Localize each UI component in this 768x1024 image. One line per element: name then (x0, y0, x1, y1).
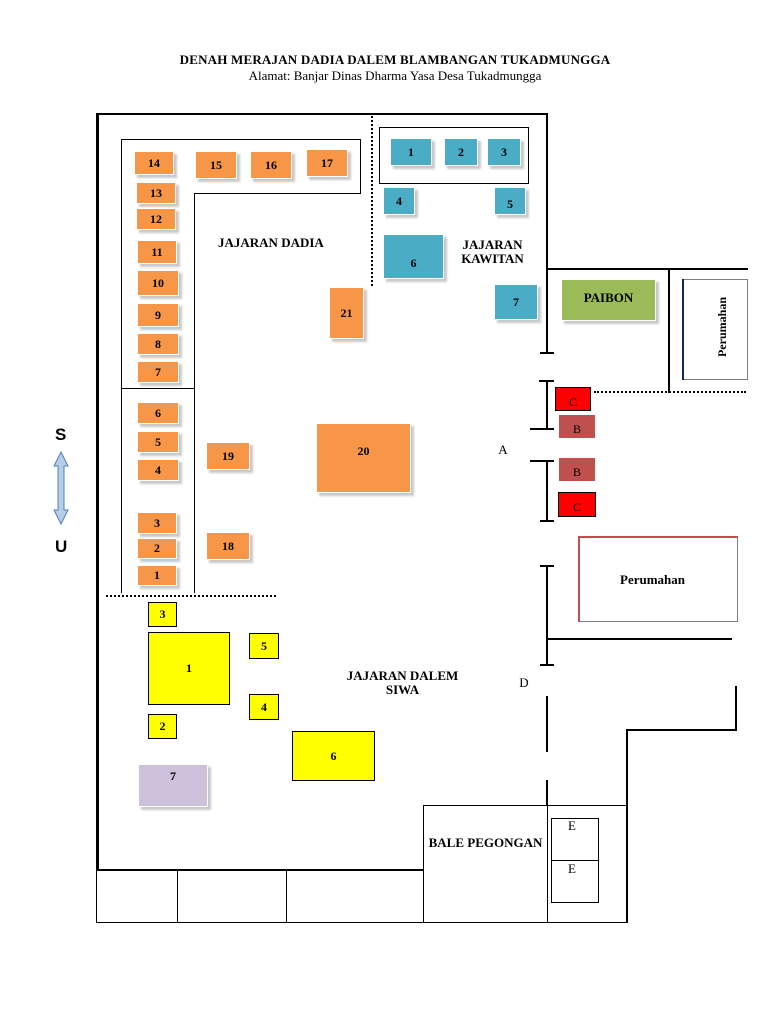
dadia-shrine-20: 20 (316, 423, 411, 493)
right-wall-return (626, 729, 737, 731)
kawitan-shrine-3: 3 (487, 138, 521, 166)
siwa-shrine-6: 6 (292, 731, 375, 781)
page-title: DENAH MERAJAN DADIA DALEM BLAMBANGAN TUK… (179, 52, 611, 67)
perumahan-left-accent (578, 536, 580, 622)
siwa-shrine-3: 3 (148, 602, 177, 627)
bottom-room-3 (286, 870, 424, 923)
dadia-inner-top (121, 139, 361, 140)
perumahan-label: Perumahan (620, 572, 685, 587)
perumahan-top-accent (578, 536, 738, 538)
jajaran-dadia-label: JAJARAN DADIA (218, 235, 324, 250)
dadia-inner-right (360, 139, 361, 194)
dadia-shrine-12: 12 (136, 208, 176, 230)
perumahan-vertical-label: Perumahan (715, 297, 729, 357)
dadia-inner-column (194, 193, 195, 593)
gate-a-post-bottom (546, 460, 548, 522)
siwa-shrine-1: 1 (148, 632, 230, 705)
kawitan-shrine-1: 1 (390, 138, 432, 166)
wall-left (96, 113, 99, 870)
right-wall-bottom (626, 729, 628, 923)
paibon-top-wall (548, 268, 748, 270)
dadia-shrine-15: 15 (195, 151, 237, 179)
dadia-shrine-8: 8 (137, 333, 179, 355)
gate-d-label: D (519, 675, 529, 690)
north-south-arrow-icon (53, 450, 69, 526)
dadia-shrine-17: 17 (306, 149, 348, 177)
dadia-shrine-13: 13 (136, 182, 176, 204)
kawitan-shrine-7: 7 (494, 284, 538, 320)
dadia-shrine-5: 5 (137, 431, 179, 453)
dadia-shrine-9: 9 (137, 303, 179, 327)
kawitan-shrine-2: 2 (444, 138, 478, 166)
dadia-shrine-3: 3 (137, 512, 177, 534)
c-box-top: C (555, 387, 591, 411)
jajaran-dalem-siwa-label: JAJARAN DALEM SIWA (346, 668, 459, 697)
right-wall-lower (735, 686, 737, 730)
gate-d-tick-mid (540, 664, 554, 666)
bale-pegongan-label: BALE PEGONGAN (428, 835, 543, 850)
c-box-bottom: C (558, 492, 596, 517)
bottom-room-1 (96, 870, 178, 923)
gate-d-horizontal (548, 638, 732, 640)
wall-top (97, 113, 547, 115)
compass-south-label: S (55, 425, 67, 444)
kawitan-inner-enclosure (379, 127, 529, 184)
dadia-shrine-6: 6 (137, 402, 179, 424)
dadia-shrine-16: 16 (250, 151, 292, 179)
siwa-shrine-2: 2 (148, 714, 177, 739)
dadia-shrine-4: 4 (137, 459, 179, 481)
dotted-divider-kawitan (371, 116, 373, 286)
dadia-shrine-2: 2 (137, 538, 177, 559)
gate-a-tick-mid (530, 428, 554, 430)
kawitan-shrine-5: 5 (494, 187, 526, 215)
bale-pegongan-building (423, 805, 548, 923)
e-label-bottom: E (568, 861, 576, 876)
paibon-left-wall (546, 270, 548, 354)
b-box-top: B (558, 414, 596, 439)
perumahan-vertical-edge (682, 279, 684, 380)
dotted-divider-siwa (106, 595, 276, 597)
e-label-top: E (568, 818, 576, 833)
b-box-bottom: B (558, 457, 596, 482)
gate-tick-1 (540, 352, 554, 354)
wall-right-upper (546, 113, 548, 270)
dadia-shrine-19: 19 (206, 442, 250, 470)
dadia-inner-left (121, 139, 122, 593)
jajaran-kawitan-label: JAJARAN KAWITAN (461, 237, 524, 266)
siwa-shrine-7: 7 (138, 764, 208, 807)
gate-a-tick-mid2 (530, 460, 554, 462)
dadia-inner-step (194, 193, 361, 194)
kawitan-shrine-6: 6 (383, 234, 444, 279)
gate-d-post-lower (546, 780, 548, 805)
page-subtitle: Alamat: Banjar Dinas Dharma Yasa Desa Tu… (248, 68, 542, 83)
gate-a-label: A (498, 442, 508, 457)
dadia-shrine-7: 7 (137, 361, 179, 383)
dotted-divider-right (594, 391, 746, 393)
e-room-bottom (551, 860, 599, 903)
dadia-shrine-18: 18 (206, 532, 250, 560)
gate-d-post-top (546, 565, 548, 665)
kawitan-shrine-4: 4 (383, 187, 415, 215)
compass-north-label: U (55, 537, 68, 556)
gate-a-tick-bottom (540, 520, 554, 522)
paibon-right-wall (668, 268, 670, 393)
siwa-shrine-5: 5 (249, 633, 279, 659)
gate-d-post-bottom (546, 696, 548, 752)
dadia-shrine-21: 21 (329, 287, 364, 339)
gate-a-post-top (546, 380, 548, 428)
dadia-inner-divider (121, 388, 195, 389)
dadia-shrine-14: 14 (134, 151, 174, 175)
siwa-shrine-4: 4 (249, 694, 279, 720)
dadia-shrine-10: 10 (137, 270, 179, 296)
bottom-room-2 (177, 870, 287, 923)
dadia-shrine-11: 11 (137, 240, 177, 264)
paibon-building: PAIBON (561, 279, 656, 321)
dadia-shrine-1: 1 (137, 565, 177, 586)
